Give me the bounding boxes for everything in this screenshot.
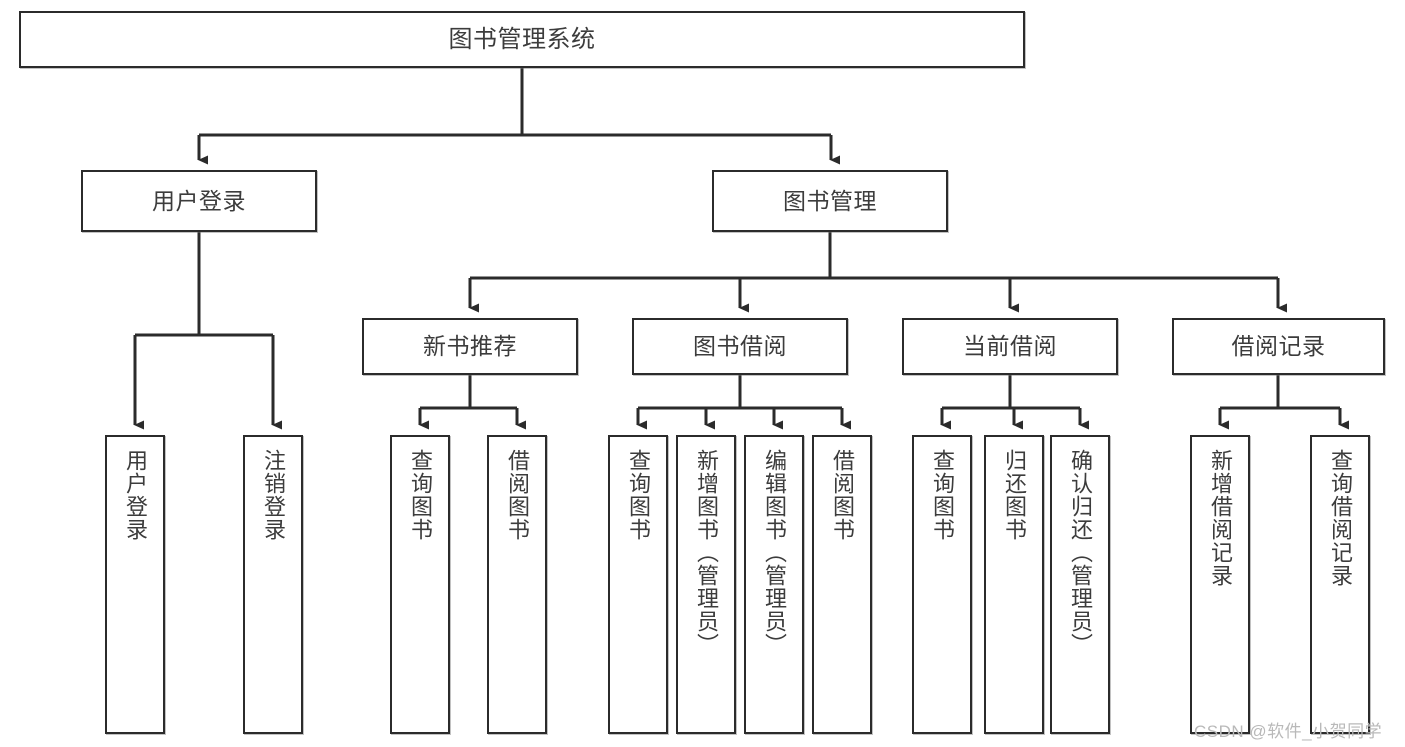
leaf-logout[interactable]: 注销登录	[243, 435, 303, 734]
node-label: 图书管理系统	[448, 25, 596, 53]
leaf-borrow-book[interactable]: 借阅图书	[812, 435, 872, 734]
leaf-query-borrow-record[interactable]: 查询借阅记录	[1310, 435, 1370, 734]
node-label: 编辑图书（管理员）	[761, 449, 787, 656]
node-current-borrow[interactable]: 当前借阅	[902, 318, 1118, 375]
leaf-return-book[interactable]: 归还图书	[984, 435, 1044, 734]
node-new-book-recommend[interactable]: 新书推荐	[362, 318, 578, 375]
node-label: 当前借阅	[963, 333, 1057, 360]
node-label: 新增借阅记录	[1207, 449, 1233, 587]
node-label: 借阅图书	[829, 449, 855, 541]
leaf-user-login[interactable]: 用户登录	[105, 435, 165, 734]
node-label: 新书推荐	[423, 333, 517, 360]
leaf-borrow-book-recommend[interactable]: 借阅图书	[487, 435, 547, 734]
node-borrow-record[interactable]: 借阅记录	[1172, 318, 1385, 375]
leaf-query-book-recommend[interactable]: 查询图书	[390, 435, 450, 734]
node-label: 注销登录	[260, 449, 286, 541]
node-user-login[interactable]: 用户登录	[81, 170, 317, 232]
node-label: 用户登录	[122, 449, 148, 541]
node-label: 查询图书	[407, 449, 433, 541]
node-label: 归还图书	[1001, 449, 1027, 541]
node-label: 借阅图书	[504, 449, 530, 541]
leaf-edit-book-admin[interactable]: 编辑图书（管理员）	[744, 435, 804, 734]
node-label: 查询图书	[625, 449, 651, 541]
node-label: 查询借阅记录	[1327, 449, 1353, 587]
node-book-borrow[interactable]: 图书借阅	[632, 318, 848, 375]
node-label: 查询图书	[929, 449, 955, 541]
node-book-management[interactable]: 图书管理	[712, 170, 948, 232]
node-label: 用户登录	[152, 187, 246, 214]
node-root-system[interactable]: 图书管理系统	[19, 11, 1025, 68]
csdn-watermark: CSDN @软件_小贺同学	[1194, 722, 1383, 741]
node-label: 确认归还（管理员）	[1067, 449, 1093, 656]
leaf-query-book-borrow[interactable]: 查询图书	[608, 435, 668, 734]
leaf-add-book-admin[interactable]: 新增图书（管理员）	[676, 435, 736, 734]
node-label: 图书借阅	[693, 333, 787, 360]
node-label: 新增图书（管理员）	[693, 449, 719, 656]
leaf-query-book-current[interactable]: 查询图书	[912, 435, 972, 734]
leaf-confirm-return-admin[interactable]: 确认归还（管理员）	[1050, 435, 1110, 734]
node-label: 图书管理	[783, 187, 877, 214]
leaf-add-borrow-record[interactable]: 新增借阅记录	[1190, 435, 1250, 734]
node-label: 借阅记录	[1231, 333, 1326, 360]
